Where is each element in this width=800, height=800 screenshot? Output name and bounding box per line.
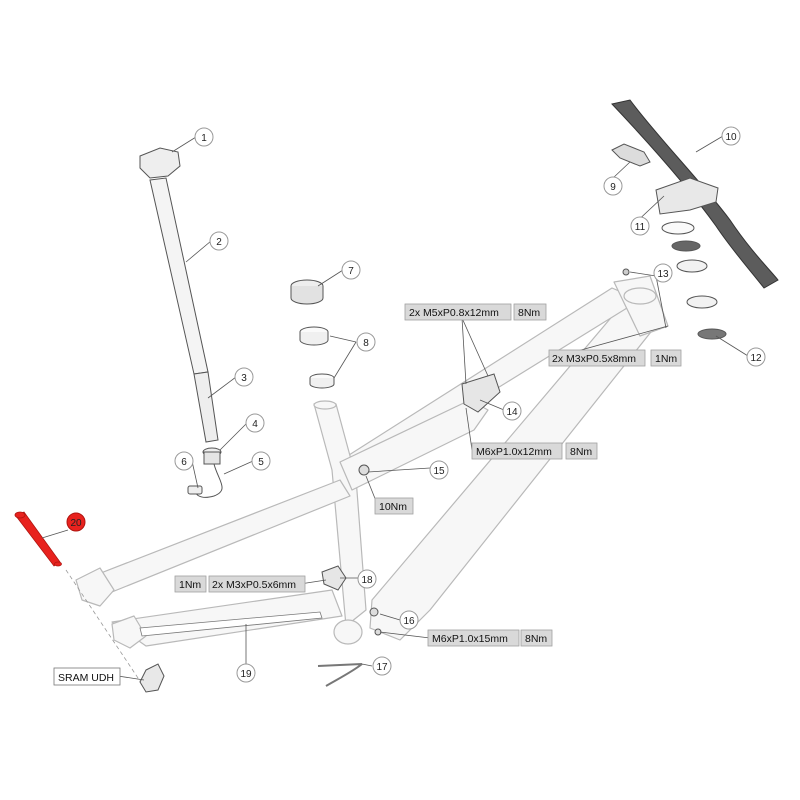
udh-hanger — [139, 663, 165, 693]
svg-text:1Nm: 1Nm — [179, 579, 201, 591]
callout-9: 9 — [603, 176, 623, 196]
svg-text:15: 15 — [433, 466, 445, 477]
svg-text:8: 8 — [363, 338, 369, 349]
spec-headtube-screw: 2x M3xP0.5x8mm 1Nm — [548, 349, 682, 367]
svg-text:6: 6 — [181, 457, 187, 468]
callout-16: 16 — [399, 610, 419, 630]
svg-text:2x M3xP0.5x6mm: 2x M3xP0.5x6mm — [212, 579, 296, 591]
svg-text:19: 19 — [240, 669, 252, 680]
svg-text:5: 5 — [258, 457, 264, 468]
svg-text:8Nm: 8Nm — [570, 446, 592, 458]
svg-text:13: 13 — [657, 269, 669, 280]
callout-17: 17 — [372, 656, 392, 676]
chainstay-clamp — [321, 565, 347, 591]
svg-text:M6xP1.0x12mm: M6xP1.0x12mm — [476, 446, 552, 458]
svg-text:1Nm: 1Nm — [655, 353, 677, 365]
svg-text:8Nm: 8Nm — [525, 633, 547, 645]
callout-19: 19 — [236, 663, 256, 683]
spec-bb-bolt: M6xP1.0x15mm 8Nm — [427, 629, 553, 647]
svg-text:16: 16 — [403, 616, 415, 627]
callout-5: 5 — [251, 451, 271, 471]
svg-text:14: 14 — [506, 407, 518, 418]
svg-text:9: 9 — [610, 182, 616, 193]
svg-text:20: 20 — [70, 518, 82, 529]
callout-6: 6 — [174, 451, 194, 471]
headset-seat — [623, 287, 657, 305]
headset-bearing-lower — [697, 328, 727, 340]
headset-bearing-top — [676, 259, 708, 273]
pivot-bolt — [358, 464, 370, 476]
svg-text:SRAM UDH: SRAM UDH — [58, 672, 114, 684]
svg-text:2x M5xP0.8x12mm: 2x M5xP0.8x12mm — [409, 307, 499, 319]
axle-guide-line — [65, 569, 147, 691]
spec-labels: 2x M5xP0.8x12mm 8Nm 2x M3xP0.5x8mm 1Nm M… — [53, 303, 682, 686]
callout-2: 2 — [209, 231, 229, 251]
seatpost-lower — [193, 371, 219, 443]
svg-text:11: 11 — [635, 222, 646, 233]
spec-chainstay-screw: 1Nm 2x M3xP0.5x6mm — [174, 575, 306, 593]
rear-dropout-lower — [111, 615, 147, 649]
rocker-link — [339, 399, 489, 491]
seat-collar-body — [203, 451, 221, 465]
callout-13: 13 — [653, 263, 673, 283]
callout-3: 3 — [234, 367, 254, 387]
callout-12: 12 — [746, 347, 766, 367]
bottom-bracket — [333, 619, 363, 645]
svg-text:1: 1 — [201, 133, 207, 144]
seatpost — [149, 177, 209, 375]
seatpost-head — [139, 147, 181, 179]
parts — [139, 99, 779, 693]
spec-top-tube-bolt: 2x M5xP0.8x12mm 8Nm — [404, 303, 547, 321]
svg-text:2x M3xP0.5x8mm: 2x M3xP0.5x8mm — [552, 353, 636, 365]
svg-text:3: 3 — [241, 373, 247, 384]
svg-text:12: 12 — [750, 353, 762, 364]
spec-pivot-torque: 10Nm — [374, 497, 414, 515]
callout-20: 20 — [66, 512, 86, 532]
svg-text:10Nm: 10Nm — [379, 501, 407, 513]
shock-mount — [461, 373, 501, 413]
callout-11: 11 — [630, 216, 650, 236]
svg-text:17: 17 — [376, 662, 388, 673]
svg-text:7: 7 — [348, 266, 354, 277]
headset-bearing-mid — [686, 295, 718, 309]
bb-bolt — [369, 607, 379, 617]
svg-text:4: 4 — [252, 419, 258, 430]
rear-dropout — [75, 567, 115, 607]
cable-connector — [187, 485, 203, 495]
callout-1: 1 — [194, 127, 214, 147]
callout-15: 15 — [429, 460, 449, 480]
headset-spacer-2 — [671, 240, 701, 252]
callout-18: 18 — [357, 569, 377, 589]
spec-shock-mount-bolt: M6xP1.0x12mm 8Nm — [471, 442, 598, 460]
brake-lever — [611, 143, 651, 167]
callout-4: 4 — [245, 413, 265, 433]
label-sram-udh: SRAM UDH — [53, 667, 121, 686]
svg-text:2: 2 — [216, 237, 222, 248]
callout-14: 14 — [502, 401, 522, 421]
svg-text:8Nm: 8Nm — [518, 307, 540, 319]
bike-frame — [75, 275, 669, 649]
internal-cable-guide — [317, 663, 363, 687]
chainstay-protector — [139, 611, 323, 637]
callout-7: 7 — [341, 260, 361, 280]
svg-text:M6xP1.0x15mm: M6xP1.0x15mm — [432, 633, 508, 645]
callout-markers: 1 2 3 4 5 6 7 8 9 10 11 12 13 14 15 16 1… — [66, 126, 766, 683]
svg-text:10: 10 — [725, 132, 737, 143]
stem — [655, 177, 719, 215]
thru-axle — [14, 511, 62, 567]
cable-guide-screw — [622, 268, 630, 276]
callout-10: 10 — [721, 126, 741, 146]
seat-tube-top — [313, 400, 337, 410]
headset-cup-body — [290, 286, 324, 305]
svg-text:18: 18 — [361, 575, 373, 586]
callout-8: 8 — [356, 332, 376, 352]
headset-spacer-1 — [661, 221, 695, 235]
